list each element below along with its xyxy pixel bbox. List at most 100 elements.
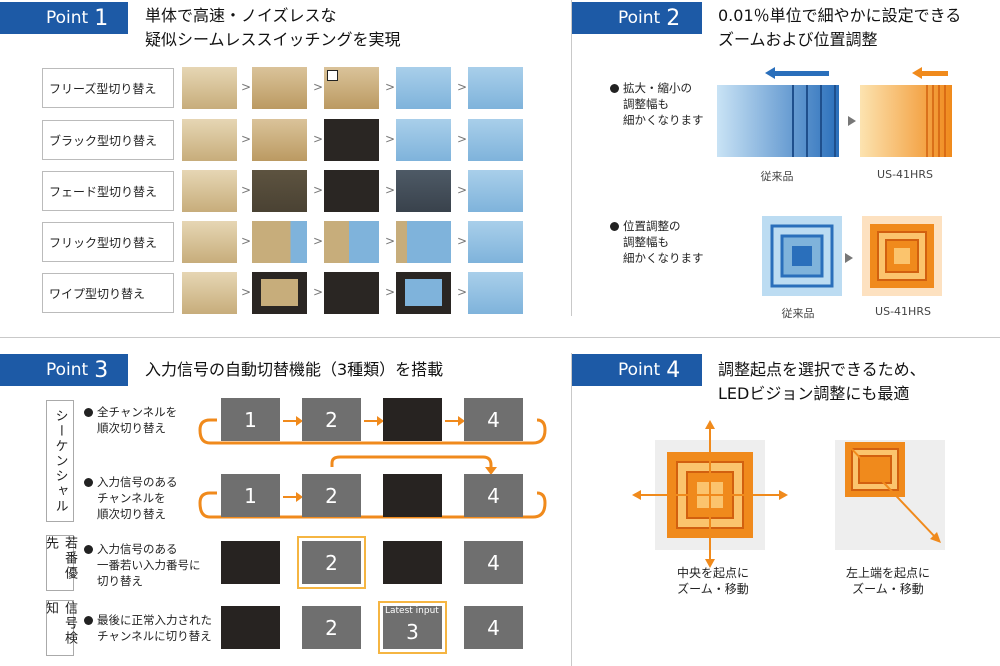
chevron-right-icon: > [313, 80, 324, 94]
goose-image [405, 279, 442, 306]
side-label-young-first: 若番優先 [43, 535, 77, 591]
channel-4-box: 4 [464, 474, 523, 517]
goose-fading-image [396, 170, 451, 212]
cheetah-frozen-image [324, 67, 379, 109]
chevron-right-icon: > [457, 80, 468, 94]
point2-bullet-zoom: 拡大・縮小の 調整幅も 細かくなります [610, 80, 704, 128]
channel-1-box: 1 [221, 474, 280, 517]
goose-image [468, 119, 523, 161]
chevron-right-icon: > [241, 183, 252, 197]
chevron-right-icon: > [385, 183, 396, 197]
section-divider-vertical-top [571, 0, 572, 316]
old-zoom-block [717, 85, 839, 157]
chevron-right-icon: > [457, 234, 468, 248]
sequence-flow-arrows [198, 418, 547, 519]
flow-arrow [445, 416, 465, 426]
channel-3-number: 3 [406, 619, 419, 644]
chevron-right-icon: > [313, 234, 324, 248]
chevron-right-icon: > [241, 80, 252, 94]
chevron-right-icon: > [385, 80, 396, 94]
point3-heading: 入力信号の自動切替機能（3種類）を搭載 [145, 360, 444, 379]
goose-image [468, 67, 523, 109]
channel-4-box: 4 [464, 606, 523, 649]
chevron-right-icon: > [385, 234, 396, 248]
label-new-product-zoom: US-41HRS [877, 168, 933, 181]
cheetah-image [252, 119, 307, 161]
row-label-flick: フリック型切り替え [42, 222, 174, 262]
point3-bullet-active: 入力信号のある チャンネルを 順次切り替え [84, 474, 178, 522]
channel-3-no-signal-box [383, 398, 442, 441]
side-label-signal-detect: 信号検知 [43, 600, 77, 656]
cheetah-image [182, 221, 237, 263]
channel-3-no-signal-box [383, 474, 442, 517]
caption-center-origin: 中央を起点にズーム・移動 [676, 566, 749, 596]
row-label-black: ブラック型切り替え [42, 120, 174, 160]
point3-bullet-detect: 最後に正常入力された チャンネルに切り替え [84, 612, 212, 644]
cheetah-image [182, 170, 237, 212]
goose-image [396, 119, 451, 161]
flick-transition-image [324, 221, 379, 263]
label-old-product-position: 従来品 [781, 307, 815, 320]
zoom-comparison-figure [717, 67, 952, 157]
new-zoom-block [860, 85, 952, 157]
chevron-right-icon: > [457, 132, 468, 146]
cheetah-image [261, 279, 298, 306]
section-divider-vertical-bottom [571, 353, 572, 666]
row-label-fade: フェード型切り替え [42, 171, 174, 211]
channel-4-box: 4 [464, 398, 523, 441]
origin-comparison-figure [632, 420, 945, 568]
cheetah-fading-image [252, 170, 307, 212]
compare-arrow-icon [848, 116, 856, 126]
black-frame [324, 119, 379, 161]
flick-transition-image [252, 221, 307, 263]
chevron-right-icon: > [313, 183, 324, 197]
wipe-cheetah-frame [252, 272, 307, 314]
flow-arrow [364, 416, 384, 426]
chevron-right-icon: > [241, 285, 252, 299]
goose-image [468, 170, 523, 212]
channel-2-box: 2 [302, 398, 361, 441]
wipe-goose-frame [396, 272, 451, 314]
cheetah-image [182, 119, 237, 161]
label-old-product-zoom: 従来品 [760, 170, 794, 183]
flick-transition-image [396, 221, 451, 263]
side-label-sequential: シーケンシャル [46, 400, 74, 522]
channel-2-box: 2 [302, 474, 361, 517]
zoom-arrow-orange [920, 71, 948, 76]
chevron-right-icon: > [313, 285, 324, 299]
latest-input-label: Latest input [385, 606, 439, 616]
channel-1-no-signal-box [221, 541, 280, 584]
label-new-product-position: US-41HRS [875, 305, 931, 318]
zoom-arrow-blue [773, 71, 829, 76]
point2-bullet-position: 位置調整の 調整幅も 細かくなります [610, 218, 704, 266]
channel-1-no-signal-box [221, 606, 280, 649]
channel-3-selected-box: Latest input 3 [383, 606, 442, 649]
point3-bullet-young: 入力信号のある 一番若い入力番号に 切り替え [84, 541, 201, 589]
chevron-right-icon: > [241, 234, 252, 248]
goose-image [396, 67, 451, 109]
position-comparison-figure [762, 216, 942, 296]
flow-arrow [283, 416, 303, 426]
pause-icon [327, 70, 338, 81]
channel-3-no-signal-box [383, 541, 442, 584]
cheetah-image [182, 272, 237, 314]
black-frame [324, 272, 379, 314]
channel-2-box: 2 [302, 606, 361, 649]
cheetah-image [252, 67, 307, 109]
chevron-right-icon: > [385, 132, 396, 146]
point3-bullet-all: 全チャンネルを 順次切り替え [84, 404, 177, 436]
compare-arrow-icon [845, 253, 853, 263]
row-label-freeze: フリーズ型切り替え [42, 68, 174, 108]
channel-4-box: 4 [464, 541, 523, 584]
channel-2-selected-box: 2 [302, 541, 361, 584]
row-label-wipe: ワイプ型切り替え [42, 273, 174, 313]
chevron-right-icon: > [457, 183, 468, 197]
point1-heading: 単体で高速・ノイズレスな疑似シームレススイッチングを実現 [145, 6, 401, 49]
cheetah-image [182, 67, 237, 109]
section-divider-horizontal [0, 337, 1000, 338]
chevron-right-icon: > [241, 132, 252, 146]
